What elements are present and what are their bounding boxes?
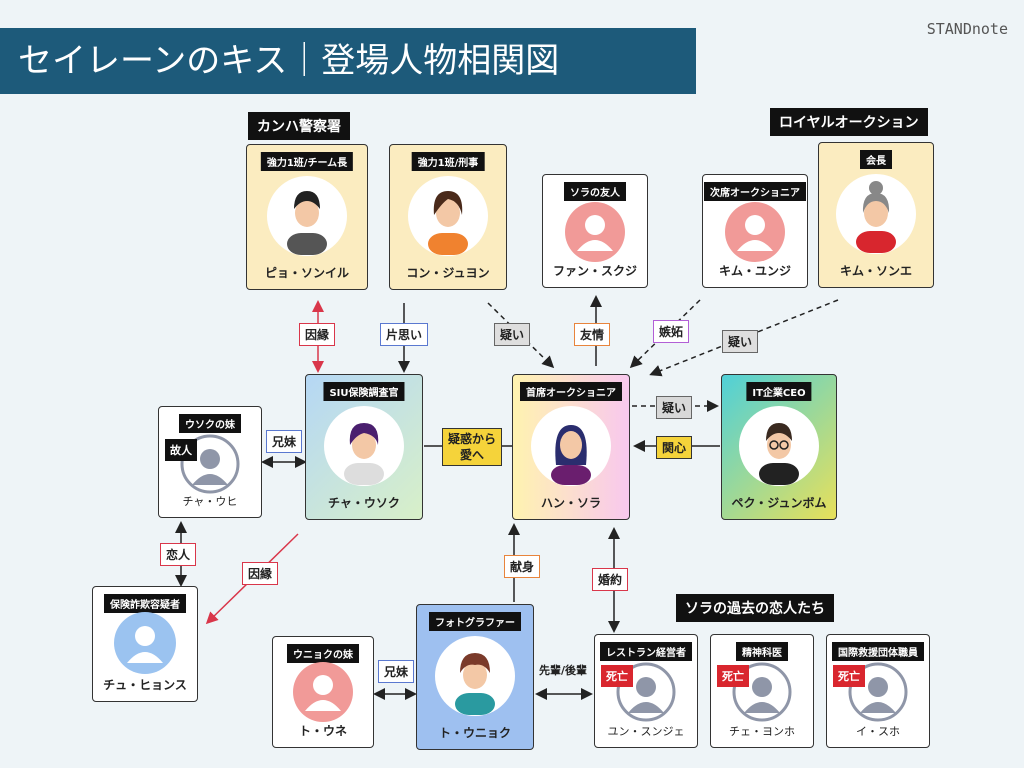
role-label: ウソクの妹	[179, 414, 241, 433]
card-han-sora[interactable]: 首席オークショニア ハン・ソラ	[512, 374, 630, 520]
person-name: ピョ・ソンイル	[264, 266, 349, 280]
role-label: 保険詐欺容疑者	[104, 594, 186, 613]
relation-tag-koibito: 恋人	[160, 543, 197, 566]
card-pyo[interactable]: 強力1班/チーム長 ピョ・ソンイル	[246, 144, 368, 290]
person-name: チェ・ヨンホ	[729, 725, 795, 738]
status-badge: 故人	[165, 439, 197, 461]
role-label: 次席オークショニア	[704, 182, 806, 201]
status-badge: 死亡	[717, 665, 749, 687]
avatar-woman-icon	[531, 406, 611, 486]
group-auction-label: ロイヤルオークション	[770, 108, 928, 136]
card-fan[interactable]: ソラの友人 ファン・スクジ	[542, 174, 648, 288]
role-label: SIU保険調査官	[323, 382, 405, 401]
relation-tag-utagai-kim: 疑い	[722, 330, 759, 353]
card-kong[interactable]: 強力1班/刑事 コン・ジュヨン	[389, 144, 507, 290]
person-name: ペク・ジュンボム	[731, 496, 827, 510]
person-name: チャ・ウソク	[328, 496, 400, 510]
person-name: ト・ウネ	[298, 724, 347, 738]
card-che[interactable]: 精神科医 死亡 チェ・ヨンホ	[710, 634, 814, 748]
relation-tag-kyomai-to: 兄妹	[378, 660, 415, 683]
role-label: IT企業CEO	[746, 382, 812, 401]
card-chu[interactable]: 保険詐欺容疑者 チュ・ヒョンス	[92, 586, 198, 702]
role-label: ウニョクの妹	[287, 644, 359, 663]
page-title: セイレーンのキス｜登場人物相関図	[0, 28, 696, 94]
role-label: フォトグラファー	[429, 612, 521, 631]
role-label: 強力1班/チーム長	[260, 152, 354, 171]
person-name: コン・ジュヨン	[406, 266, 490, 280]
person-name: ハン・ソラ	[540, 496, 601, 510]
relation-tag-senpai: 先輩/後輩	[539, 664, 588, 677]
relation-tag-kenshin: 献身	[504, 555, 541, 578]
person-name: ト・ウニョク	[438, 726, 511, 740]
avatar-placeholder-icon	[293, 662, 353, 722]
relation-tag-kanshin: 関心	[656, 436, 693, 459]
card-kim-sone[interactable]: 会長 キム・ソンエ	[818, 142, 934, 288]
group-police-label: カンハ警察署	[248, 112, 350, 140]
role-label: レストラン経営者	[600, 642, 692, 661]
role-label: 精神科医	[736, 642, 788, 661]
relation-tag-kataomoi: 片思い	[380, 323, 429, 346]
relation-tag-gowaku: 疑惑から 愛へ	[442, 428, 503, 466]
card-to-une[interactable]: ウニョクの妹 ト・ウネ	[272, 636, 374, 748]
avatar-placeholder-icon	[114, 612, 176, 674]
avatar-man-icon	[435, 636, 515, 716]
card-i-suho[interactable]: 国際救援団体職員 死亡 イ・スホ	[826, 634, 930, 748]
avatar-woman-icon	[408, 176, 488, 256]
person-name: キム・ユンジ	[718, 264, 791, 278]
card-chaw-uhi[interactable]: ウソクの妹 故人 チャ・ウヒ	[158, 406, 262, 518]
relation-tag-konyaku: 婚約	[592, 568, 629, 591]
avatar-man-icon	[267, 176, 347, 256]
person-name: キム・ソンエ	[839, 264, 912, 278]
relation-tag-yujo: 友情	[574, 323, 611, 346]
person-name: ユン・スンジェ	[607, 725, 685, 738]
relation-tag-utagai-kong: 疑い	[494, 323, 531, 346]
avatar-man-icon	[739, 406, 819, 486]
role-label: 首席オークショニア	[520, 382, 622, 401]
card-pek[interactable]: IT企業CEO ペク・ジュンボム	[721, 374, 837, 520]
person-name: チュ・ヒョンス	[103, 678, 187, 692]
avatar-placeholder-icon	[725, 202, 785, 262]
relation-tag-kyomai-cha: 兄妹	[266, 430, 303, 453]
avatar-placeholder-icon	[565, 202, 625, 262]
person-name: チャ・ウヒ	[182, 495, 238, 508]
role-label: 強力1班/刑事	[411, 152, 485, 171]
role-label: 国際救援団体職員	[832, 642, 924, 661]
role-label: ソラの友人	[564, 182, 626, 201]
role-label: 会長	[860, 150, 892, 169]
card-to-unyok[interactable]: フォトグラファー ト・ウニョク	[416, 604, 534, 750]
avatar-woman-icon	[836, 174, 916, 254]
brand-logo: STANDnote	[926, 20, 1008, 38]
status-badge: 死亡	[601, 665, 633, 687]
relation-tag-innen-pyo: 因縁	[299, 323, 336, 346]
avatar-man-icon	[324, 406, 404, 486]
card-cha-usok[interactable]: SIU保険調査官 チャ・ウソク	[305, 374, 423, 520]
person-name: ファン・スクジ	[552, 264, 637, 278]
card-kim-yunji[interactable]: 次席オークショニア キム・ユンジ	[702, 174, 808, 288]
relation-tag-innen-chu: 因縁	[242, 562, 279, 585]
relation-tag-utagai-pek: 疑い	[656, 396, 693, 419]
group-past-lovers-label: ソラの過去の恋人たち	[676, 594, 834, 622]
status-badge: 死亡	[833, 665, 865, 687]
card-yun[interactable]: レストラン経営者 死亡 ユン・スンジェ	[594, 634, 698, 748]
person-name: イ・スホ	[856, 725, 900, 738]
relation-tag-shitto: 嫉妬	[653, 320, 690, 343]
